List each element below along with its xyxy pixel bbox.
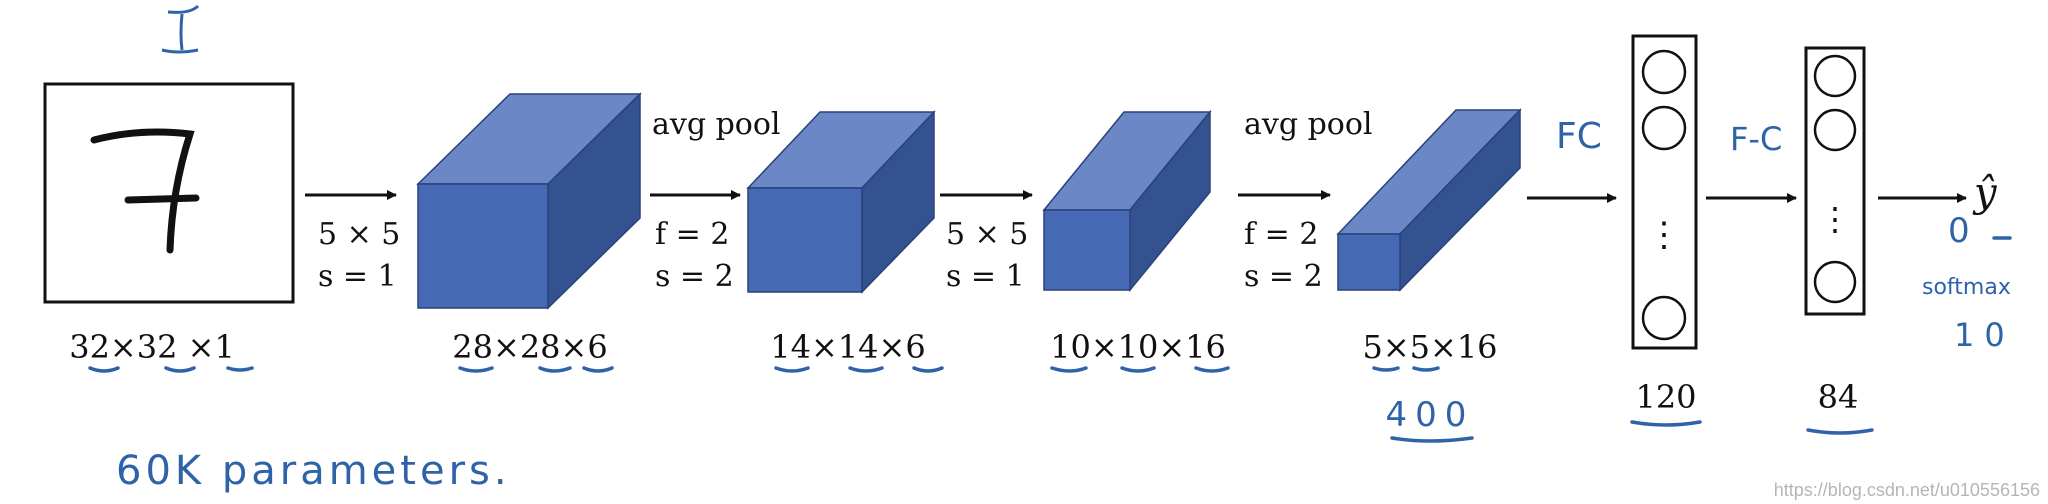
fc-layer-120: ⋮ [1631,34,1698,350]
output-yhat-label: ŷ [1972,170,1998,216]
handwritten-params-note: 60K parameters. [116,448,511,494]
volume-10x10x16 [1042,109,1212,293]
volume-14x14x6 [746,110,936,294]
fc2-neuron [1813,54,1857,98]
handwritten-fc2-label: F-C [1730,120,1782,158]
fc-layer-84: ⋮ [1804,46,1866,316]
fc2-neuron [1813,260,1857,304]
volume-5x5x16 [1336,108,1522,292]
fc1-neuron [1641,105,1687,151]
pool1-filter-label: f = 2 [655,217,729,252]
watermark-text: https://blog.csdn.net/u010556156 [1774,480,2040,500]
fc2-size-label: 84 [1818,378,1859,416]
volume-2-dims-label: 14×14×6 [770,328,925,366]
handwritten-ten-label: 10 [1954,316,2015,354]
volume-3-dims-label: 10×10×16 [1050,328,1226,366]
handwritten-pointer-mark [161,4,200,54]
pool1-type-label: avg pool [652,107,781,142]
pool2-stride-label: s = 2 [1244,259,1323,294]
handwritten-fc1-label: FC [1556,116,1602,157]
handwritten-400-label: 400 [1386,395,1475,435]
fc1-size-label: 120 [1635,378,1696,416]
conv1-filter-label: 5 × 5 [318,217,400,252]
conv2-filter-label: 5 × 5 [946,217,1028,252]
fc2-ellipsis: ⋮ [1819,200,1851,238]
handwritten-softmax-label: softmax [1922,275,2011,300]
volume-4-dims-label: 5×5×16 [1362,328,1497,366]
conv2-stride-label: s = 1 [946,259,1025,294]
digit-seven-stroke [90,128,200,254]
fc2-neuron [1813,108,1857,152]
fc1-ellipsis: ⋮ [1647,215,1681,255]
input-image: 32×32 ×1 [43,82,295,366]
pool2-type-label: avg pool [1244,107,1373,142]
handwritten-output-zero: 0 [1948,211,1970,251]
conv1-stride-label: s = 1 [318,259,397,294]
pool2-filter-label: f = 2 [1244,217,1318,252]
volume-28x28x6 [416,92,642,310]
pool1-stride-label: s = 2 [655,259,734,294]
handwritten-underlines [88,236,2012,443]
volume-1-dims-label: 28×28×6 [452,328,607,366]
input-dims-label: 32×32 ×1 [69,328,235,366]
fc1-neuron [1641,295,1687,341]
fc1-neuron [1641,49,1687,95]
